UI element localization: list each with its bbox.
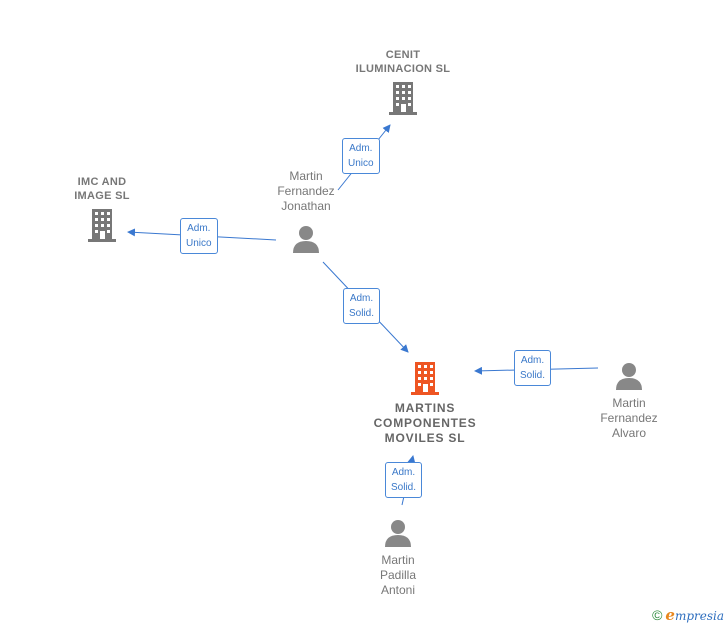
person-name[interactable]: Martin Fernandez Jonathan <box>277 169 335 213</box>
building-icon <box>389 82 417 115</box>
brand-name: mpresia <box>674 609 724 623</box>
person-icon <box>385 520 411 547</box>
building-icon <box>411 362 439 395</box>
brand-e: e <box>665 606 675 624</box>
company-name[interactable]: CENIT ILUMINACION SL <box>355 49 451 75</box>
company-node-martins-main[interactable]: MARTINS COMPONENTES MOVILES SL <box>360 360 490 446</box>
person-icon <box>293 226 319 253</box>
copyright-icon: © <box>652 607 663 623</box>
company-name[interactable]: IMC AND IMAGE SL <box>74 176 130 202</box>
person-name[interactable]: Martin Fernandez Alvaro <box>600 396 658 440</box>
person-node-antoni[interactable]: Martin Padilla Antoni <box>358 518 438 598</box>
relation-badge-antoni-martins[interactable]: Adm. Solid. <box>385 462 423 498</box>
relation-badge-jonathan-cenit[interactable]: Adm. Unico <box>342 138 380 174</box>
person-node-alvaro[interactable]: Martin Fernandez Alvaro <box>589 361 669 441</box>
relation-badge-alvaro-martins[interactable]: Adm. Solid. <box>514 350 552 386</box>
person-name[interactable]: Martin Padilla Antoni <box>379 553 417 597</box>
building-icon <box>88 209 116 242</box>
company-node-cenit[interactable]: CENIT ILUMINACION SL <box>343 48 463 121</box>
person-icon <box>616 363 642 390</box>
empresia-brand[interactable]: ©empresia <box>652 606 724 624</box>
relation-badge-jonathan-imc[interactable]: Adm. Unico <box>180 218 218 254</box>
company-node-imc[interactable]: IMC AND IMAGE SL <box>50 175 154 248</box>
company-name[interactable]: MARTINS COMPONENTES MOVILES SL <box>373 401 477 445</box>
relation-badge-jonathan-martins[interactable]: Adm. Solid. <box>343 288 381 324</box>
person-node-jonathan[interactable]: Martin Fernandez Jonathan <box>266 169 346 259</box>
